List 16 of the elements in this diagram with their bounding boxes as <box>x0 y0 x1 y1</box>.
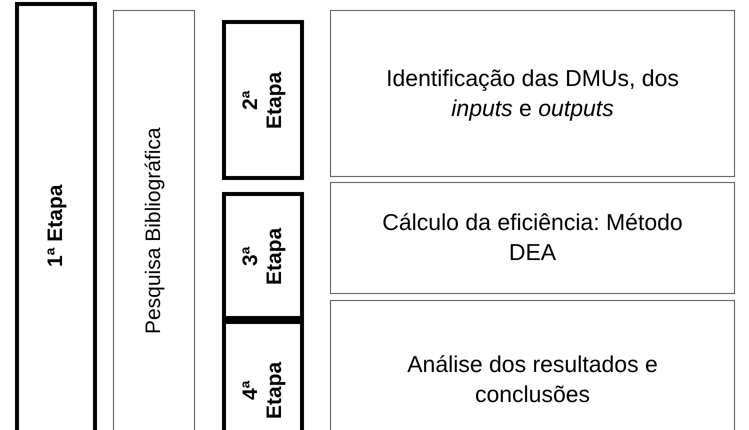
stage-label: 4ª Etapa <box>239 360 287 421</box>
stage-label: 1ª Etapa <box>44 184 68 270</box>
stage-box <box>222 20 304 180</box>
stage-label: 3ª Etapa <box>239 226 287 287</box>
step-text: Cálculo da eficiência: Método DEA <box>381 208 684 267</box>
stage-label: 2ª Etapa <box>239 70 287 131</box>
stage-box <box>222 320 304 430</box>
step-text: Análise dos resultados e conclusões <box>406 350 659 409</box>
stage-box <box>222 192 304 320</box>
step-box <box>330 10 735 177</box>
phase-label: Pesquisa Bibliográfica <box>142 126 166 336</box>
step-box <box>330 182 735 294</box>
stage-box <box>15 2 97 430</box>
step-box <box>330 300 735 430</box>
step-text: Identificação das DMUs, dos inputs e outputs <box>385 64 680 123</box>
phase-box <box>113 10 195 430</box>
